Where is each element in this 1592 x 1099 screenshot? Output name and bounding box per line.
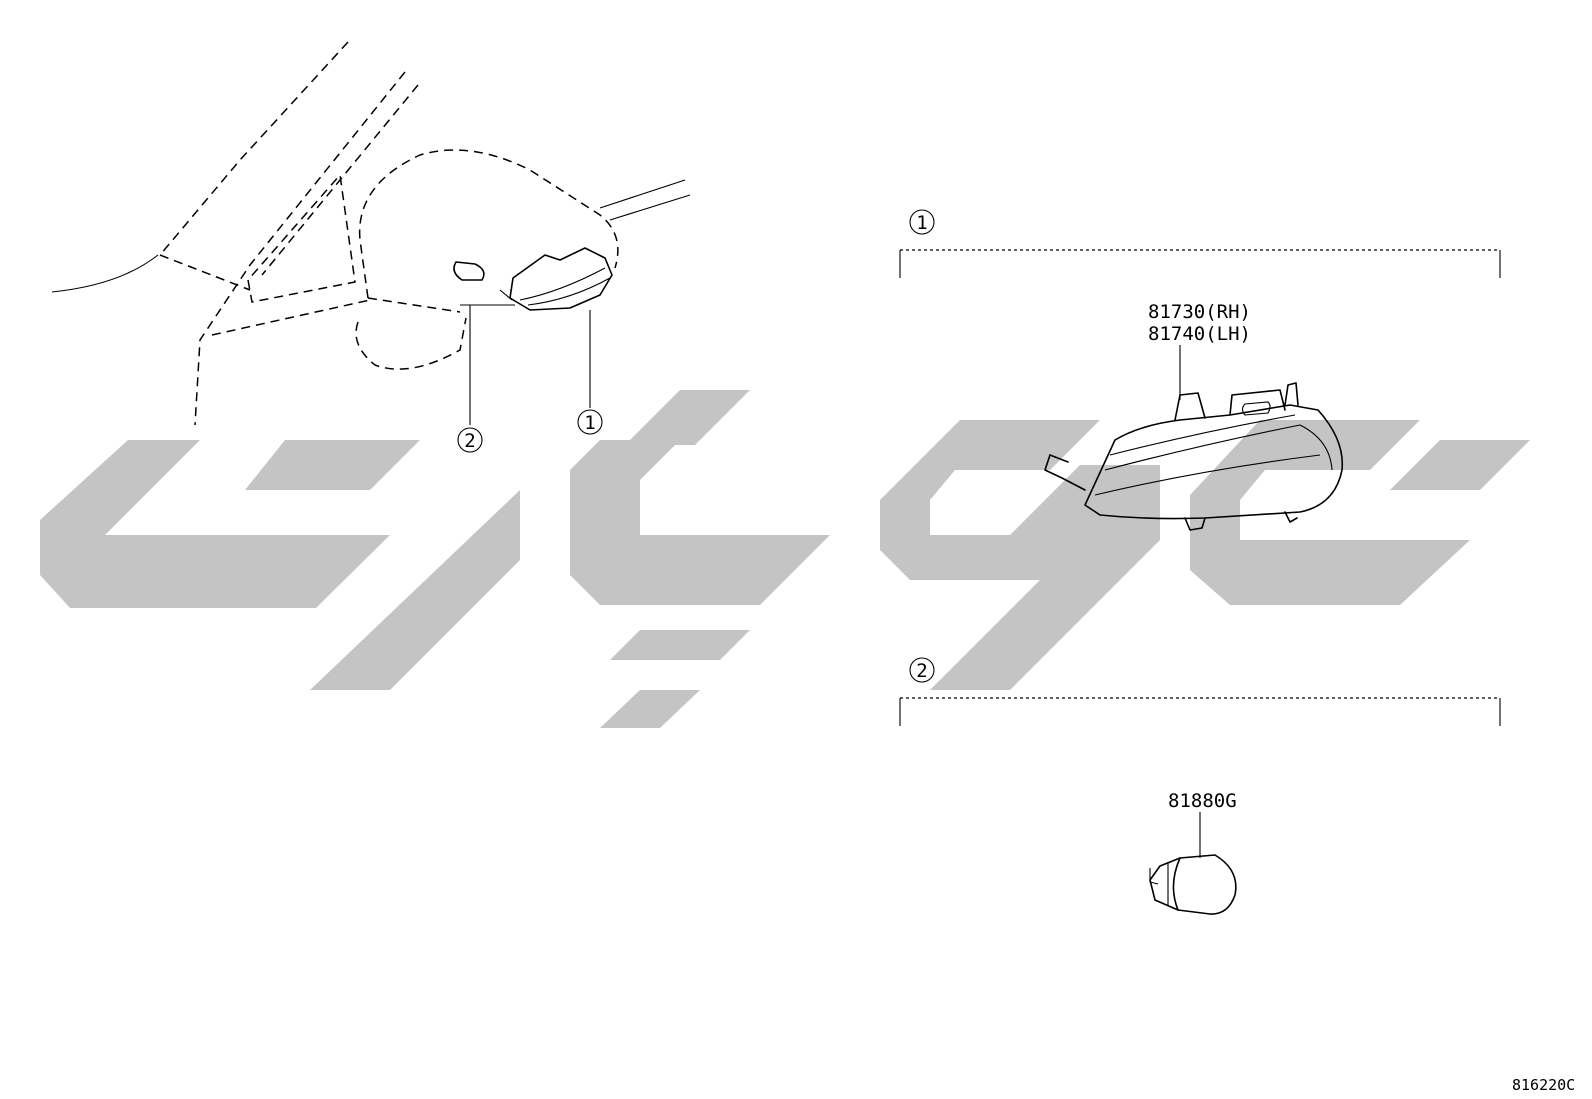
svg-text:1: 1 [584,412,595,434]
group-2-header: 2 [899,657,1501,726]
turn-signal-lamp-assembly [1044,382,1344,531]
illustration-code: 816220C [1512,1076,1575,1094]
wedge-bulb [1149,854,1237,915]
part-number-81880g: 81880G [1168,790,1237,812]
group-1-header: 1 [899,209,1501,278]
svg-text:1: 1 [916,212,927,234]
part-number-81730: 81730(RH) [1148,301,1251,323]
callout-assembly: 1 [577,409,603,435]
watermark-logo [40,390,1530,728]
part-number-81740: 81740(LH) [1148,323,1251,345]
svg-text:2: 2 [464,430,475,452]
vehicle-mirror-illustration [51,41,691,426]
callout-bulb: 2 [457,427,483,453]
svg-text:2: 2 [916,660,927,682]
